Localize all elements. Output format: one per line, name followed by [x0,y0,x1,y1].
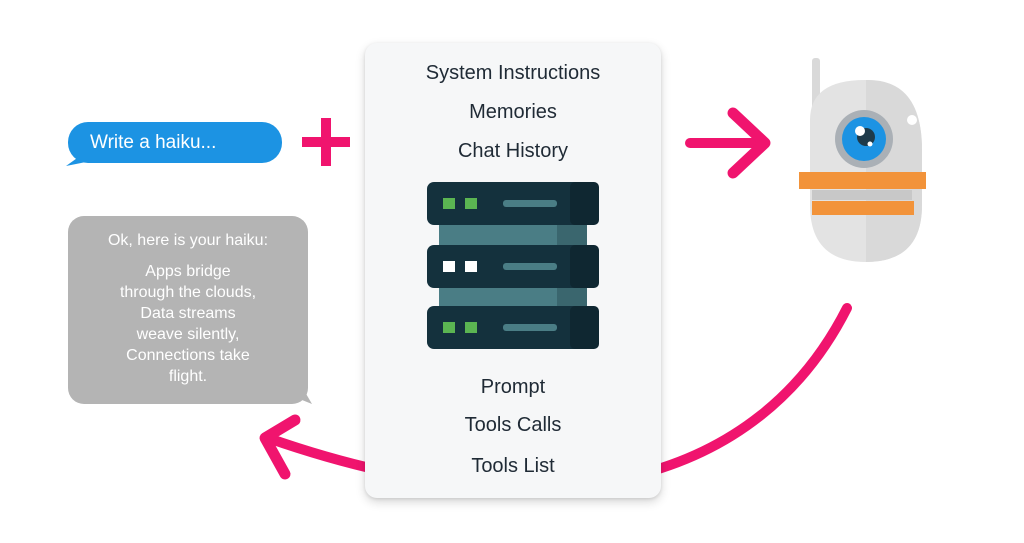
haiku-line: Data streams [140,305,236,322]
haiku-line: flight. [168,368,208,385]
context-item-chat-history: Chat History [457,140,569,162]
context-item-tools-calls: Tools Calls [464,414,562,436]
server-stack-icon [427,182,599,349]
user-message-text: Write a haiku... [90,132,217,153]
reply-intro-text: Ok, here is your haiku: [107,232,269,249]
robot-icon [799,58,926,262]
user-message-bubble: Write a haiku... [68,122,282,163]
reply-message-bubble: Ok, here is your haiku: Apps bridge thro… [68,216,308,404]
context-item-system-instructions: System Instructions [425,62,601,84]
haiku-line: through the clouds, [119,284,257,301]
context-item-memories: Memories [469,101,557,123]
haiku-line: weave silently, [136,326,240,343]
haiku-line: Apps bridge [145,263,231,280]
context-item-tools-list: Tools List [471,455,555,477]
context-item-prompt: Prompt [480,376,546,398]
haiku-line: Connections take [126,347,250,364]
context-card: System Instructions Memories Chat Histor… [365,43,661,498]
plus-icon [302,118,350,166]
right-arrow-icon [685,107,771,179]
